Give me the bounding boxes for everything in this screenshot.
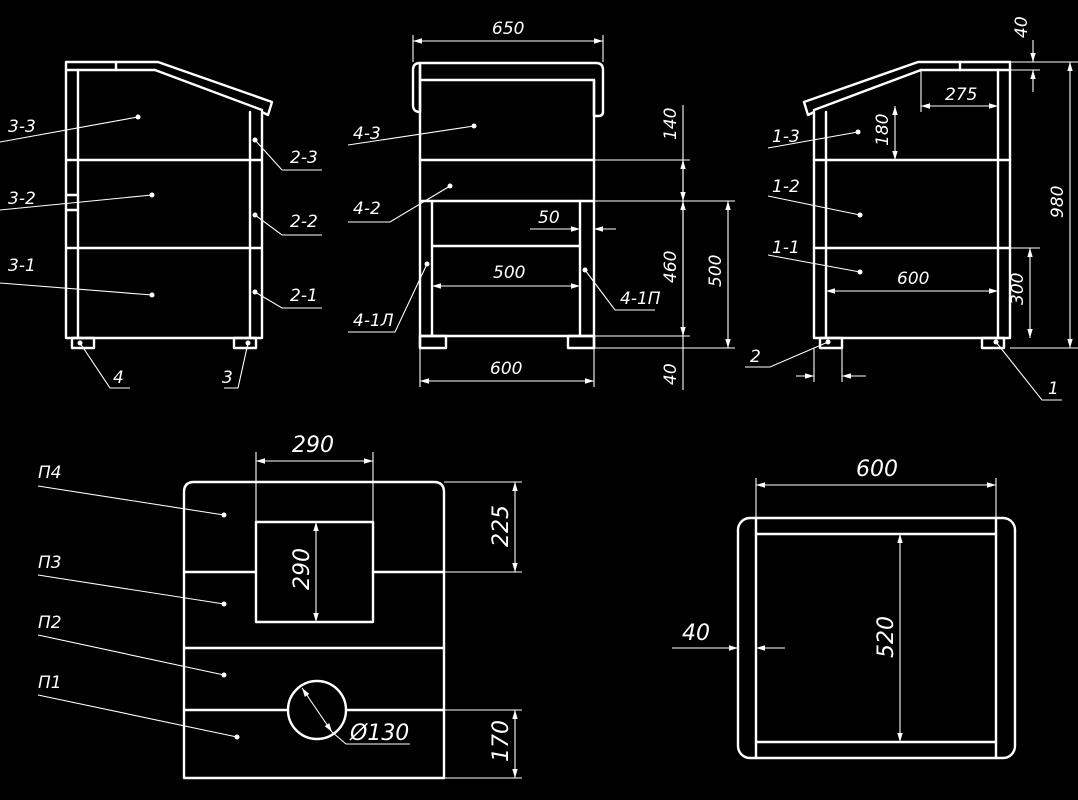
callout-3-2: 3-2 bbox=[8, 189, 36, 209]
dim-50: 50 bbox=[538, 208, 560, 228]
callout-P2: П2 bbox=[38, 613, 62, 633]
dim-290-width: 290 bbox=[292, 433, 334, 458]
panels-view: П4 П3 П2 П1 290 290 225 Ø130 170 bbox=[37, 433, 522, 780]
dim-500-width: 500 bbox=[493, 263, 525, 283]
callout-4-2: 4-2 bbox=[353, 199, 381, 219]
callout-3: 3 bbox=[222, 368, 233, 388]
callout-1-2: 1-2 bbox=[772, 177, 800, 197]
dim-600-front: 600 bbox=[490, 359, 522, 379]
dim-40-front: 40 bbox=[661, 363, 681, 385]
dim-140: 140 bbox=[661, 108, 681, 140]
callout-P1: П1 bbox=[38, 673, 62, 693]
right-side-view: 1-3 1-2 1-1 2 1 40 275 180 980 600 300 bbox=[745, 16, 1078, 401]
callout-3-1: 3-1 bbox=[8, 256, 36, 276]
callout-3-3: 3-3 bbox=[8, 117, 36, 137]
callout-4: 4 bbox=[113, 368, 124, 388]
dim-460: 460 bbox=[661, 251, 681, 283]
dim-300: 300 bbox=[1008, 273, 1028, 305]
dim-40-top: 40 bbox=[682, 621, 710, 646]
dim-180: 180 bbox=[873, 114, 893, 146]
dim-980: 980 bbox=[1048, 186, 1068, 218]
dim-600-right: 600 bbox=[897, 269, 929, 289]
front-view: 4-3 4-2 4-1Л 4-1П 650 140 460 500 40 50 … bbox=[347, 19, 735, 390]
dim-hole-diameter: Ø130 bbox=[349, 721, 409, 746]
callout-2: 2 bbox=[750, 347, 761, 367]
dim-600-top: 600 bbox=[856, 457, 898, 482]
callout-P4: П4 bbox=[38, 463, 62, 483]
dim-520: 520 bbox=[874, 616, 899, 658]
callout-4-3: 4-3 bbox=[353, 124, 381, 144]
callout-2-2: 2-2 bbox=[290, 212, 318, 232]
top-view: 600 40 520 bbox=[672, 457, 1017, 760]
callout-4-1P: 4-1П bbox=[620, 289, 661, 309]
callout-2-3: 2-3 bbox=[290, 148, 318, 168]
callout-4-1L: 4-1Л bbox=[353, 311, 394, 331]
left-side-view: 3-3 3-2 3-1 2-3 2-2 2-1 4 3 bbox=[0, 60, 322, 389]
callout-1-1: 1-1 bbox=[772, 238, 800, 258]
dim-40-right: 40 bbox=[1012, 16, 1032, 38]
callout-2-1: 2-1 bbox=[290, 286, 318, 306]
callout-1-3: 1-3 bbox=[772, 127, 800, 147]
dim-500-height: 500 bbox=[706, 255, 726, 287]
callout-1: 1 bbox=[1048, 379, 1059, 399]
dim-170: 170 bbox=[489, 720, 514, 762]
dim-290-height: 290 bbox=[290, 548, 315, 590]
dim-650: 650 bbox=[492, 19, 524, 39]
dim-225: 225 bbox=[489, 505, 514, 547]
dim-275: 275 bbox=[945, 85, 977, 105]
callout-P3: П3 bbox=[38, 553, 62, 573]
